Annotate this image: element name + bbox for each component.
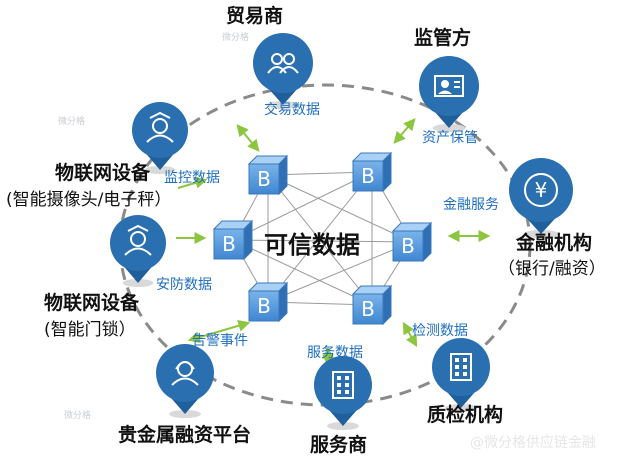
block-letter: B (222, 232, 236, 256)
iot-lock-label: 物联网设备 (44, 292, 140, 314)
flow-security: 安防数据 (156, 277, 212, 293)
iot-lock-sub: (智能门锁） (44, 320, 136, 340)
flow-alarm: 告警事件 (192, 333, 248, 349)
block-letter: B (257, 167, 271, 191)
watermark-left: 微分格 (58, 117, 86, 127)
building-icon (332, 371, 354, 399)
flow-service-data: 服务数据 (307, 345, 363, 361)
brand-watermark: @微分格供应链金融 (470, 435, 596, 451)
block-letter: B (361, 297, 375, 321)
metals-pin (156, 344, 214, 418)
watermark-top: 微分格 (222, 33, 250, 43)
blockchain-node-1: B (247, 154, 289, 196)
flow-monitor: 监控数据 (164, 170, 220, 186)
svg-text:¥: ¥ (535, 178, 548, 202)
qc-label: 质检机构 (427, 404, 504, 426)
trader-label: 贸易商 (226, 5, 284, 27)
block-letter: B (257, 294, 271, 318)
watermark-bottom: 微分格 (64, 411, 92, 421)
regulator-label: 监管方 (414, 27, 472, 49)
finance-sub: （银行/融资） (498, 259, 606, 279)
arrow-metals (187, 319, 251, 344)
block-letter: B (361, 164, 375, 188)
trader-pin (253, 33, 313, 109)
center-title: 可信数据 (264, 231, 360, 259)
user-headset-icon (171, 361, 199, 386)
metals-label: 贵金属融资平台 (118, 424, 252, 446)
people-icon (267, 53, 299, 74)
arrow-qc (402, 321, 418, 348)
arrow-camera (177, 176, 208, 189)
iot-camera-label: 物联网设备 (55, 162, 151, 184)
flow-finance-service: 金融服务 (443, 197, 499, 213)
building-icon (450, 353, 472, 381)
lock-person-icon (124, 224, 152, 256)
flow-trade: 交易数据 (264, 102, 320, 118)
iot-lock-pin (110, 215, 166, 287)
arrow-regulator (393, 118, 416, 144)
blockchain-node-5: B (247, 281, 289, 323)
arrow-trader (236, 124, 260, 152)
folder-profile-icon (434, 75, 464, 97)
yen-coin-icon: ¥ (524, 173, 558, 207)
blockchain-node-3: B (212, 219, 254, 261)
service-pin (314, 356, 372, 430)
service-label: 服务商 (310, 434, 368, 456)
camera-person-icon (146, 111, 174, 143)
flow-asset: 资产保管 (422, 130, 478, 146)
regulator-pin (419, 56, 479, 132)
iot-camera-sub: (智能摄像头/电子秤） (6, 190, 172, 210)
blockchain-node-6: B (351, 284, 393, 326)
finance-label: 金融机构 (516, 232, 593, 254)
iot-camera-pin (132, 102, 188, 174)
qc-pin (432, 338, 490, 412)
blockchain-node-2: B (351, 151, 393, 193)
flow-inspection: 检测数据 (412, 323, 468, 339)
block-letter: B (401, 234, 415, 258)
finance-pin: ¥ (509, 158, 573, 238)
blockchain-node-4: B (391, 221, 433, 263)
flow-arrows (176, 118, 491, 367)
